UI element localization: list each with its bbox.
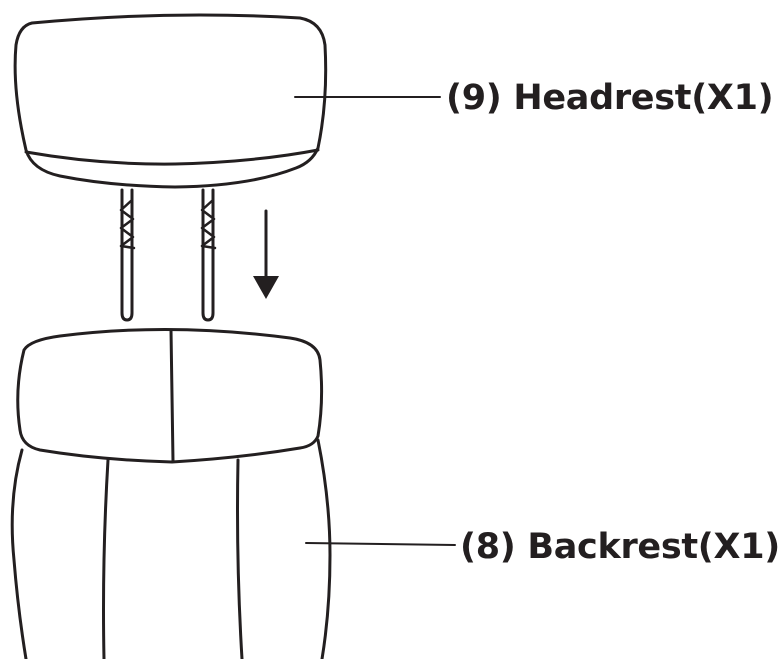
headrest-bottom-seam	[24, 148, 320, 166]
headrest-cushion-outline	[13, 13, 328, 189]
headrest-post-left	[119, 188, 136, 322]
backrest-center-seam	[169, 328, 175, 463]
backrest-right-side	[316, 438, 332, 659]
backrest-illustration	[10, 327, 332, 659]
backrest-right-panel-seam	[236, 458, 244, 659]
backrest-label: (8) Backrest(X1)	[460, 527, 780, 567]
backrest-left-side	[10, 448, 28, 659]
post-notches-left	[119, 198, 136, 250]
post-notches-right	[200, 198, 217, 250]
headrest-label: (9) Headrest(X1)	[446, 78, 774, 118]
headrest-post-right	[200, 188, 217, 322]
backrest-left-panel-seam	[102, 458, 110, 659]
headrest-illustration	[13, 13, 328, 189]
backrest-leader-line	[305, 542, 456, 546]
backrest-top-cushion	[16, 327, 324, 464]
down-arrow-icon	[253, 209, 279, 299]
